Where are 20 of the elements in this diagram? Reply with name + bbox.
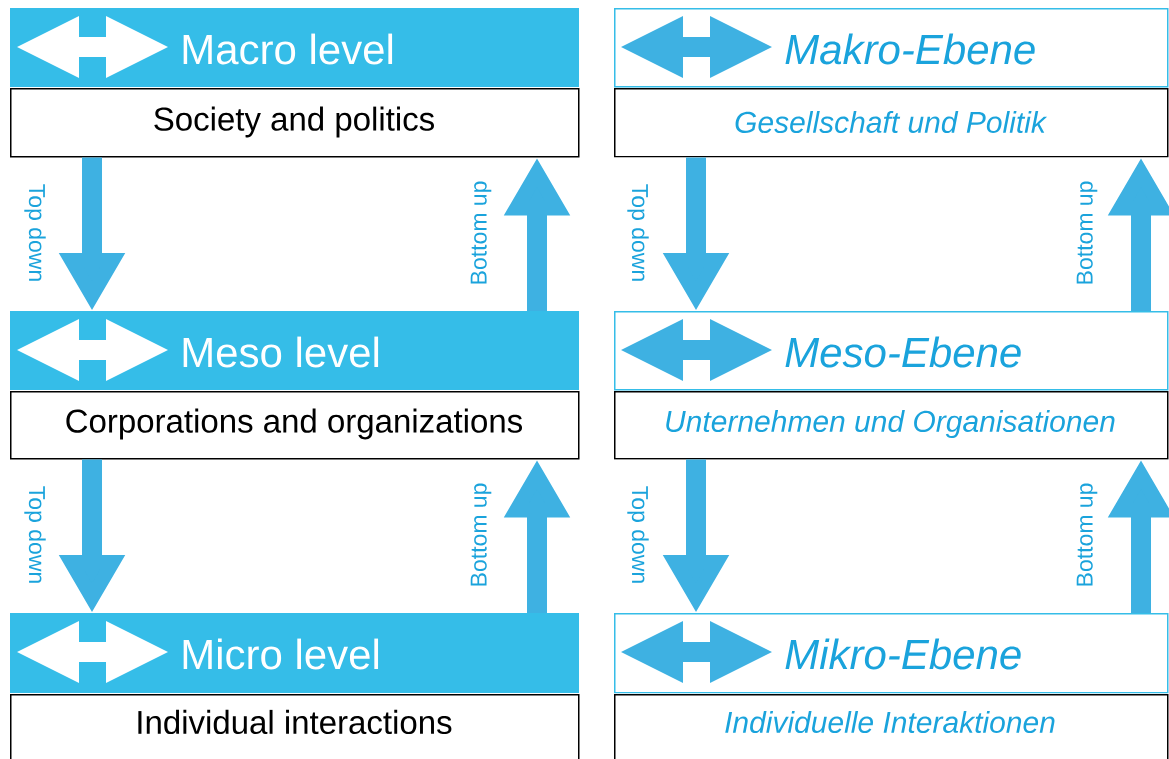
level-box: Individuelle Interaktionen [614,694,1169,759]
level-box: Society and politics [10,88,580,158]
level-box: Individual interactions [10,694,580,759]
level-header: Mikro-Ebene [614,613,1169,694]
edge-label: Bottom up [469,481,493,589]
level-header: Makro-Ebene [614,8,1169,88]
level-box: Gesellschaft und Politik [614,88,1169,158]
level-box: Corporations and organizations [10,391,580,460]
edge-label: Top down [626,484,650,586]
level-box: Unternehmen und Organisationen [614,391,1169,460]
level-header: Meso level [10,311,579,390]
edge-label: Bottom up [1075,481,1099,589]
edge-label: Bottom up [1075,179,1099,287]
edge-label: Top down [23,484,47,586]
level-header: Micro level [10,613,579,693]
edge-label: Top down [23,182,47,284]
level-header: Macro level [10,8,579,87]
edge-label: Top down [626,182,650,284]
edge-label: Bottom up [469,179,493,287]
level-header: Meso-Ebene [614,311,1169,391]
